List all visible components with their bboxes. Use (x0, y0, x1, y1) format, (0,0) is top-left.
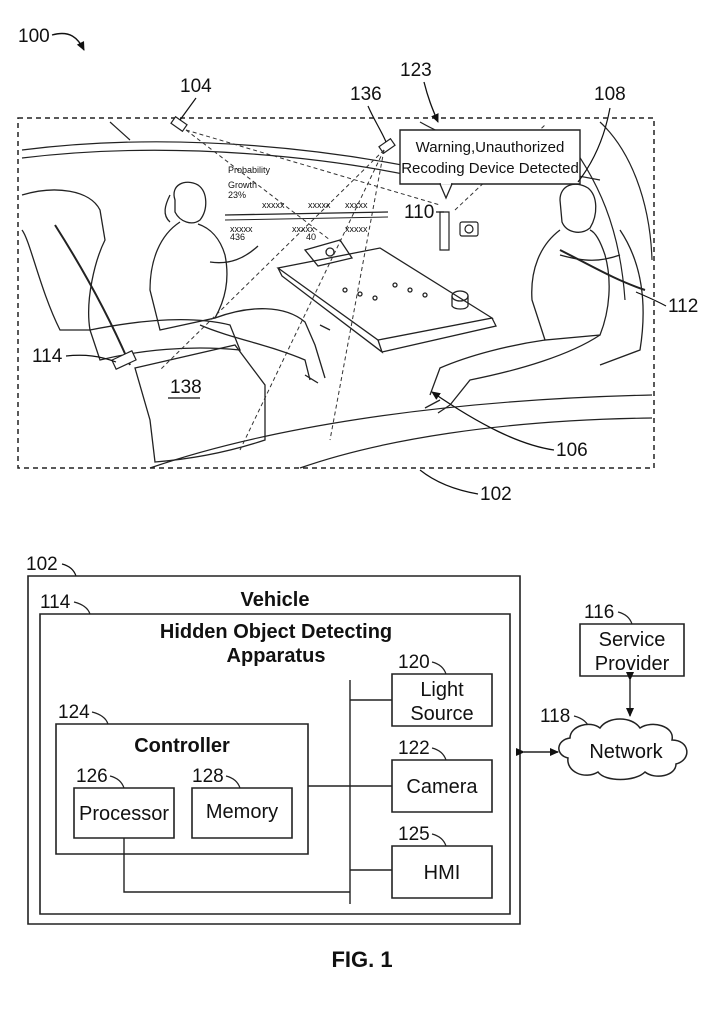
processor-label: Processor (79, 803, 169, 825)
processor-ref-leader (110, 776, 124, 788)
ref-114-label: 114 (32, 346, 63, 367)
controller-box (56, 724, 308, 854)
seat-buckle-left (112, 351, 136, 369)
center-console (135, 345, 265, 462)
vehicle-title: Vehicle (241, 589, 310, 611)
apparatus-title-2: Apparatus (227, 645, 326, 667)
camera-ref-leader (432, 748, 446, 760)
seat-belt-left (55, 225, 130, 365)
hud-xxxx-2: xxxxx (308, 200, 331, 210)
ref-100-arrow (52, 33, 84, 51)
processor-to-bus (124, 838, 350, 892)
memory-label: Memory (206, 801, 278, 823)
ref-136-label: 136 (350, 84, 382, 105)
light-source-line2: Source (410, 703, 473, 725)
hud-probability: Probability (228, 165, 271, 175)
apparatus-ref-leader (74, 602, 90, 614)
hud-436: 436 (230, 232, 245, 242)
warning-box: Warning,Unauthorized Recoding Device Det… (400, 130, 580, 198)
ref-100-label: 100 (18, 26, 50, 47)
ref-112-leader (636, 292, 666, 306)
hud-growth: Growth (228, 180, 257, 190)
ref-114-leader (66, 355, 116, 362)
hmi-label: HMI (424, 862, 461, 884)
left-seat-back (22, 190, 105, 330)
block-diagram: 102 Vehicle 114 Hidden Object Detecting … (26, 554, 687, 924)
ref-106-arrow (431, 391, 554, 450)
hud-display: Probability Growth 23% xxxxx xxxxx xxxxx… (225, 165, 388, 242)
ref-106-label: 106 (556, 440, 588, 461)
hmi-ref: 125 (398, 824, 430, 845)
ref-123-arrow (424, 82, 438, 123)
ref-108-leader (578, 108, 610, 182)
memory-box (192, 788, 292, 838)
warning-line1: Warning,Unauthorized (416, 139, 565, 156)
scene-dashed-frame (18, 118, 654, 468)
apparatus-title-1: Hidden Object Detecting (160, 621, 392, 643)
center-table (278, 240, 496, 352)
light-source-ref-leader (432, 662, 446, 674)
apparatus-ref: 114 (40, 592, 71, 613)
ref-112-label: 112 (668, 296, 698, 317)
memory-ref-leader (226, 776, 240, 788)
ref-108-label: 108 (594, 84, 626, 105)
hud-xxxx-5: xxxxx (292, 224, 315, 234)
service-provider-ref-leader (618, 612, 632, 624)
controller-ref-leader (92, 712, 108, 724)
light-source-box (392, 674, 492, 726)
camera-label: Camera (406, 776, 478, 798)
hud-percent: 23% (228, 190, 246, 200)
sensor-136 (379, 139, 395, 154)
ref-104-leader (180, 98, 196, 120)
hud-xxxx-1: xxxxx (262, 200, 285, 210)
network-ref: 118 (540, 706, 570, 727)
warning-line2: Recoding Device Detected (401, 160, 579, 177)
controller-ref: 124 (58, 702, 90, 723)
apparatus-box (40, 614, 510, 914)
network-label: Network (589, 741, 663, 763)
processor-ref: 126 (76, 766, 108, 787)
sensor-104 (171, 117, 187, 132)
ref-102-label-top: 102 (480, 484, 512, 505)
service-provider-line1: Service (599, 629, 666, 651)
hud-xxxx-3: xxxxx (345, 200, 368, 210)
device-110 (440, 212, 478, 250)
hud-xxxx-4: xxxxx (230, 224, 253, 234)
ref-104-label: 104 (180, 76, 212, 97)
memory-ref: 128 (192, 766, 224, 787)
right-occupant (425, 184, 620, 413)
vehicle-ref: 102 (26, 554, 58, 575)
seat-belt-right (560, 250, 645, 290)
light-source-line1: Light (420, 679, 464, 701)
right-seat-back (600, 230, 643, 365)
ref-136-leader (368, 106, 386, 142)
service-provider-ref: 116 (584, 602, 614, 623)
hmi-box (392, 846, 492, 898)
camera-box (392, 760, 492, 812)
hmi-ref-leader (432, 834, 446, 846)
hud-xxxx-6: xxxxx (345, 224, 368, 234)
figure-caption: FIG. 1 (331, 947, 392, 972)
ref-102-leader-top (420, 470, 478, 494)
ref-138-label: 138 (170, 377, 202, 398)
sensor-rays (160, 125, 545, 450)
vehicle-ref-leader (62, 564, 76, 576)
ref-123-label: 123 (400, 60, 432, 81)
floor-outline (150, 395, 652, 468)
vehicle-interior-illustration: 100 138 (18, 26, 698, 505)
controller-title: Controller (134, 735, 230, 757)
hud-40: 40 (306, 232, 316, 242)
network-cloud (559, 719, 687, 780)
camera-ref: 122 (398, 738, 430, 759)
light-source-ref: 120 (398, 652, 430, 673)
ref-110-label: 110 (404, 202, 434, 223)
left-occupant (150, 182, 330, 383)
service-provider-line2: Provider (595, 653, 670, 675)
